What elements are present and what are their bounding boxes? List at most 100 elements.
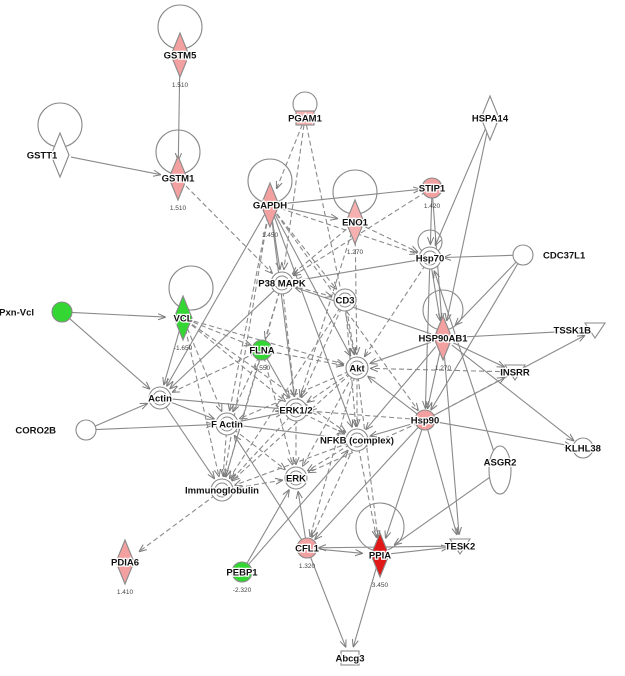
node-cd3[interactable]: CD3 <box>333 288 357 312</box>
node-pebp1[interactable]: PEBP1-2.320 <box>225 561 260 594</box>
node-cdc37l1[interactable]: CDC37L1 <box>512 244 587 266</box>
complex-inner <box>288 470 304 486</box>
self-loop-vcl <box>168 265 214 311</box>
node-akt[interactable]: Akt <box>345 356 369 380</box>
edge-STIP1-Hsp70 <box>430 194 431 244</box>
edge-FLNA-Akt <box>268 350 343 365</box>
node-vcl[interactable]: VCL-1.650 <box>168 265 214 352</box>
node-tssk1b[interactable]: TSSK1B <box>552 322 607 339</box>
node-coro2b[interactable]: CORO2B <box>14 419 97 441</box>
edge-Hsp90-ERK12 <box>310 411 419 421</box>
complex-shape <box>333 288 357 312</box>
node-label: GAPDH <box>253 201 287 212</box>
node-label: KLHL38 <box>565 444 601 455</box>
diamond-shape <box>480 94 500 142</box>
complex-inner <box>274 275 290 291</box>
node-hsp90[interactable]: Hsp90 <box>409 409 441 431</box>
node-label: ERK1/2 <box>279 406 312 417</box>
edge-CD3-Immunoglobulin <box>230 306 341 478</box>
edge-P38MAPK-Immunoglobulin <box>226 290 281 477</box>
node-immunoglobulin[interactable]: Immunoglobulin <box>184 478 260 502</box>
node-tesk2[interactable]: TESK2 <box>443 538 477 555</box>
node-hsp70[interactable]: Hsp70 <box>414 229 446 270</box>
node-gstt1[interactable]: GSTT1 <box>25 102 83 179</box>
node-factin[interactable]: F Actin <box>210 412 244 436</box>
node-insrr[interactable]: INSRR <box>499 364 531 381</box>
node-klhl38[interactable]: KLHL38 <box>564 437 602 459</box>
diamond-shape <box>433 314 453 362</box>
edge-FActin-ERK <box>233 428 285 469</box>
edge-FActin-NFKB <box>235 424 343 438</box>
edge-CD3-ERK12 <box>302 307 343 398</box>
edge-CDC37L1-Hsp70 <box>444 255 517 257</box>
node-abcg3[interactable]: Abcg3 <box>334 650 366 666</box>
node-label: CFL1 <box>295 544 319 555</box>
node-label: Hsp90 <box>411 416 440 427</box>
complex-outer <box>333 288 357 312</box>
circle-shape <box>572 437 594 459</box>
node-label: HSPA14 <box>472 114 509 125</box>
circle-shape <box>421 177 443 199</box>
edge-VCL-Immunoglobulin <box>184 328 219 476</box>
edge-HSPA14-HSP90AB1 <box>447 128 489 320</box>
node-value: -1.650 <box>174 345 193 352</box>
edge-FActin-Immunoglobulin <box>223 432 226 476</box>
edge-NFKB-CFL1 <box>312 447 354 537</box>
edge-INSRR-Akt <box>371 368 509 373</box>
edge-GAPDH-NFKB <box>273 215 352 427</box>
edges-layer <box>66 66 584 647</box>
complex-inner <box>349 360 365 376</box>
triangle-shape <box>583 322 607 339</box>
edge-FLNA-Actin <box>173 352 256 392</box>
node-label: Actin <box>148 394 172 405</box>
complex-outer <box>210 478 234 502</box>
complex-outer <box>148 386 172 410</box>
edge-Hsp90-INSRR <box>430 378 504 418</box>
rect-shape <box>340 650 360 666</box>
node-actinalpha[interactable]: Actin-Actn-Ptk2-Pxn-Vcl <box>0 301 73 323</box>
node-erk[interactable]: ERK <box>284 466 308 490</box>
edge-HSP90AB1-TSSK1B <box>454 331 583 338</box>
node-label: HSP90AB1 <box>418 334 468 345</box>
node-nfkb[interactable]: NFKB (complex) <box>319 428 395 452</box>
node-value: 1.420 <box>424 203 441 210</box>
edge-HSP90AB1-TESK2 <box>443 349 459 534</box>
edge-VCL-Akt <box>193 320 344 364</box>
node-erk12[interactable]: ERK1/2 <box>278 398 314 422</box>
node-hspa14[interactable]: HSPA14 <box>471 94 510 142</box>
complex-outer <box>284 398 308 422</box>
edge-Hsp90-PPIA <box>386 426 424 538</box>
triangle-shape <box>448 538 472 555</box>
edge-ENO1-Hsp70 <box>364 226 417 252</box>
circle-shape <box>231 561 253 583</box>
edge-CD3-Akt <box>345 308 355 354</box>
complex-inner <box>349 432 365 448</box>
edge-CDC37L1-Hsp90 <box>431 260 520 410</box>
node-value: -2.320 <box>233 587 252 594</box>
diamond-shape <box>168 154 188 202</box>
diamond-shape <box>260 181 280 229</box>
complex-inner <box>288 402 304 418</box>
edge-PGAM1-GAPDH <box>277 124 303 189</box>
node-asgr2[interactable]: ASGR2 <box>482 445 518 495</box>
diamond-shape <box>115 538 135 586</box>
complex-shape <box>148 386 172 410</box>
circle-shape <box>512 244 534 266</box>
node-actin[interactable]: Actin <box>147 386 173 410</box>
complex-shape <box>210 478 234 502</box>
edge-HSP90AB1-NFKB <box>366 346 437 430</box>
edge-NFKB-PPIA <box>358 448 377 537</box>
node-pgam1[interactable]: PGAM1 <box>287 91 324 126</box>
edge-VCL-ERK12 <box>191 324 285 401</box>
node-p38mapk[interactable]: P38 MAPK <box>257 271 307 295</box>
